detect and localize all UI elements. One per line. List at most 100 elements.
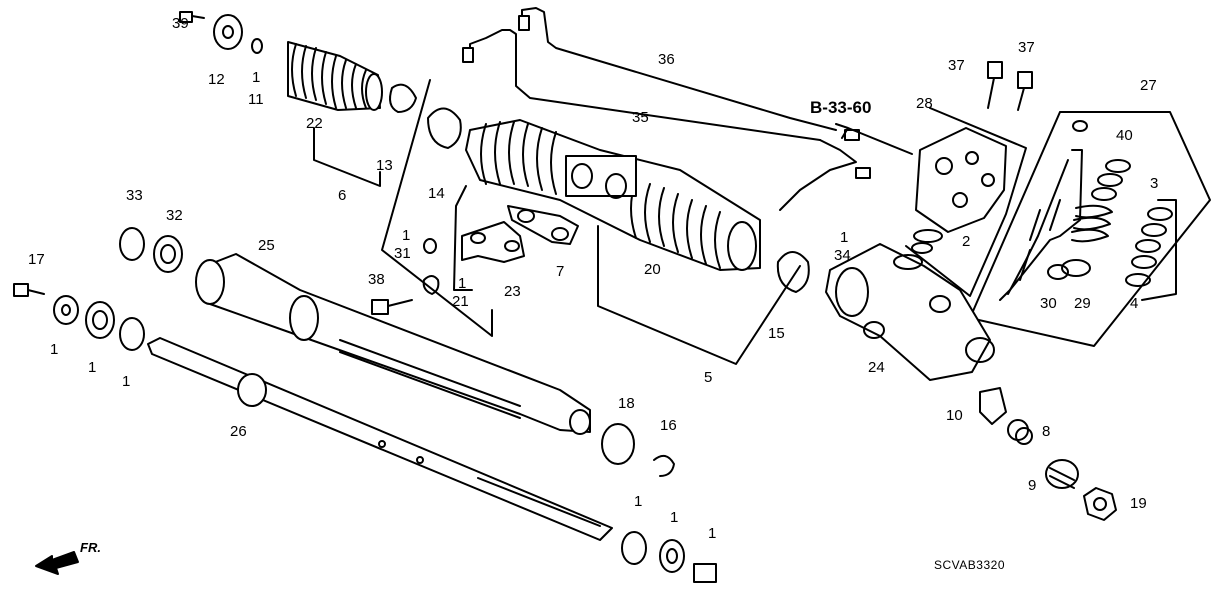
part-label: 37 — [1018, 39, 1035, 56]
part-label: 1 — [840, 229, 849, 246]
boot-22 — [287, 41, 383, 111]
part-label: 1 — [708, 525, 717, 542]
part-label: 25 — [258, 237, 275, 254]
boot-assembly-5 — [465, 119, 761, 271]
part-label: 1 — [88, 359, 97, 376]
pinion-shaft — [999, 149, 1083, 301]
part-label: 1 — [670, 509, 679, 526]
part-label: 30 — [1040, 295, 1057, 312]
part-label: 17 — [28, 251, 45, 268]
part-label: 40 — [1116, 127, 1133, 144]
part-label: 5 — [704, 369, 713, 386]
part-label: 14 — [428, 185, 445, 202]
screw-9 — [1045, 459, 1079, 489]
part-label: 24 — [868, 359, 885, 376]
diagram-code: SCVAB3320 — [934, 558, 1005, 572]
leader-5 — [381, 79, 493, 337]
rack-housing — [195, 253, 591, 435]
bushing-bottom-c — [693, 563, 717, 583]
part-label: 4 — [1130, 295, 1139, 312]
spring-8 — [1007, 419, 1033, 445]
bearing-bottom-b — [659, 539, 685, 573]
reference-arrow-icon — [835, 123, 913, 155]
ring-stack-4 — [1125, 207, 1173, 287]
leader-4-bracket — [1141, 199, 1177, 301]
locknut-19 — [1083, 487, 1117, 521]
part-label: 22 — [306, 115, 323, 132]
nut-31 — [423, 238, 437, 254]
housing-24 — [825, 243, 995, 381]
part-label: 16 — [660, 417, 677, 434]
bolt-37-b — [1017, 71, 1033, 111]
part-label: 15 — [768, 325, 785, 342]
part-label: 33 — [126, 187, 143, 204]
part-label: 26 — [230, 423, 247, 440]
washer-12 — [213, 14, 243, 50]
washer-left — [53, 295, 79, 325]
part-label: 23 — [504, 283, 521, 300]
leader-28 — [905, 107, 1027, 297]
pipe-35 — [779, 129, 871, 211]
part-label: 1 — [252, 69, 261, 86]
seal-32 — [153, 235, 183, 273]
clip-13 — [389, 83, 417, 113]
part-label: 32 — [166, 207, 183, 224]
oring-34 — [893, 254, 923, 270]
clip-21 — [422, 275, 440, 295]
front-arrow-icon — [35, 551, 79, 575]
part-label: 6 — [338, 187, 347, 204]
part-label: 36 — [658, 51, 675, 68]
part-label: 20 — [644, 261, 661, 278]
part-label: 7 — [556, 263, 565, 280]
bolt-38 — [371, 299, 413, 315]
leader-6 — [313, 127, 381, 187]
part-label: 34 — [834, 247, 851, 264]
part-label: 1 — [122, 373, 131, 390]
seal-40 — [1072, 120, 1088, 132]
part-label: 3 — [1150, 175, 1159, 192]
leader-5b — [597, 225, 801, 365]
part-label: 2 — [962, 233, 971, 250]
part-label: 1 — [50, 341, 59, 358]
part-label: 27 — [1140, 77, 1157, 94]
holder-7 — [507, 205, 579, 245]
bolt-17 — [13, 283, 45, 297]
bearing-left — [85, 301, 115, 339]
clip-16 — [653, 454, 675, 477]
part-label: 38 — [368, 271, 385, 288]
part-label: 29 — [1074, 295, 1091, 312]
seal-bottom-a — [621, 531, 647, 565]
clip-14 — [427, 107, 462, 149]
holder-23 — [461, 221, 525, 263]
guide-10 — [979, 387, 1007, 425]
valve-body-28 — [915, 127, 1007, 233]
seal-30 — [1047, 264, 1069, 280]
part-label: 28 — [916, 95, 933, 112]
part-label: 18 — [618, 395, 635, 412]
part-label: 12 — [208, 71, 225, 88]
front-direction-label: FR. — [80, 540, 101, 555]
reference-link-label[interactable]: B-33-60 — [810, 98, 872, 117]
spring-29 — [1061, 204, 1113, 277]
part-label: 39 — [172, 15, 189, 32]
clip-15 — [776, 251, 810, 293]
rings-3 — [1091, 159, 1131, 201]
seal-2 — [911, 229, 943, 254]
part-label: 1 — [458, 275, 467, 292]
seal-33 — [119, 227, 145, 261]
part-label: 8 — [1042, 423, 1051, 440]
part-label: 11 — [248, 91, 264, 108]
leader-27 — [969, 111, 1211, 347]
rack-bar-26 — [147, 337, 613, 541]
bolt-39 — [179, 11, 205, 23]
part-label: 1 — [402, 227, 411, 244]
part-label: 19 — [1130, 495, 1147, 512]
part-label: 10 — [946, 407, 963, 424]
part-label: 13 — [376, 157, 393, 174]
seal-left — [119, 317, 145, 351]
bolt-37-a — [987, 61, 1003, 109]
nut-11 — [251, 38, 263, 54]
part-label: 31 — [394, 245, 411, 262]
part-label: 1 — [634, 493, 643, 510]
